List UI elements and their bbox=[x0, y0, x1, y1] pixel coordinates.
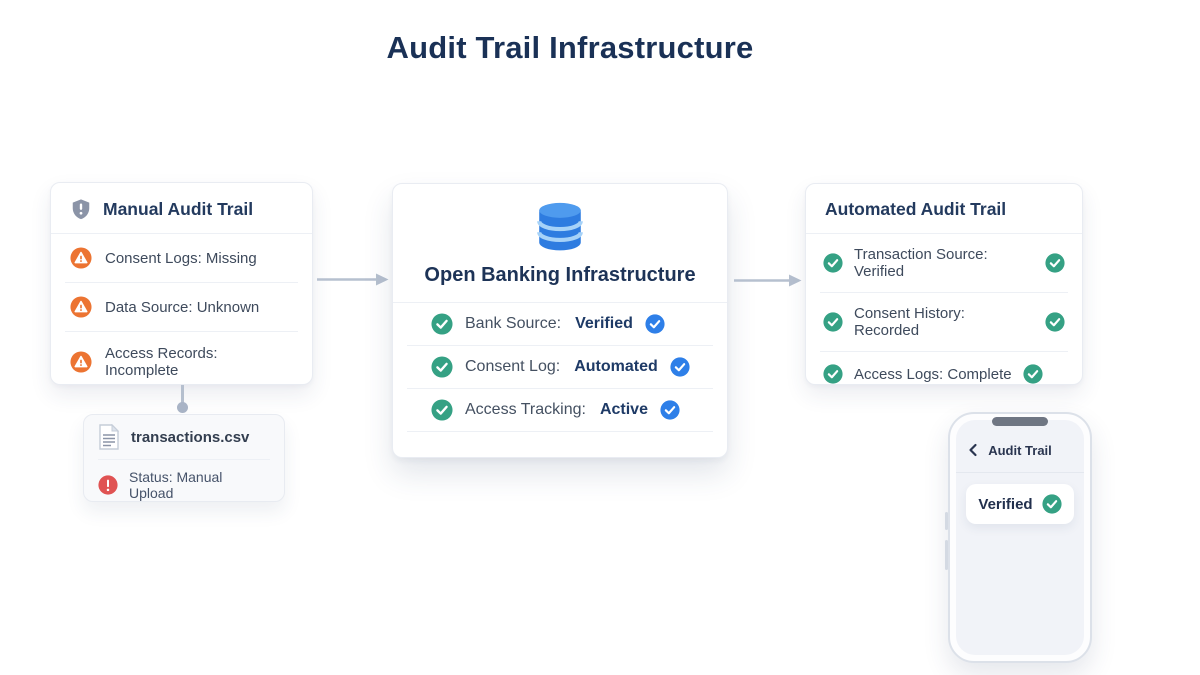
manual-card-header: Manual Audit Trail bbox=[51, 183, 312, 233]
warning-icon bbox=[70, 247, 92, 269]
divider bbox=[407, 388, 713, 389]
divider bbox=[98, 459, 270, 460]
automated-card-title: Automated Audit Trail bbox=[825, 199, 1007, 219]
connector-dot bbox=[177, 402, 188, 413]
file-status: Status: Manual Upload bbox=[129, 469, 223, 501]
verified-label: Verified bbox=[978, 495, 1033, 513]
infra-item-value: Verified bbox=[575, 315, 633, 332]
infra-item-value: Automated bbox=[574, 358, 658, 375]
warning-icon bbox=[70, 351, 92, 373]
check-circle-green-icon bbox=[823, 364, 843, 384]
automated-item-row: Consent History: Recorded bbox=[806, 293, 1082, 351]
phone-side-button bbox=[945, 540, 948, 570]
automated-card-header: Automated Audit Trail bbox=[806, 184, 1082, 233]
open-banking-infrastructure-card: Open Banking Infrastructure Bank Source:… bbox=[392, 183, 728, 458]
file-name: transactions.csv bbox=[131, 428, 250, 446]
manual-card-title: Manual Audit Trail bbox=[103, 198, 254, 219]
arrow-right-icon bbox=[317, 273, 389, 286]
divider bbox=[393, 302, 727, 303]
arrow-right-icon bbox=[734, 274, 802, 287]
divider bbox=[806, 233, 1082, 234]
check-circle-green-icon bbox=[823, 253, 843, 273]
phone-mockup: Audit Trail Verified bbox=[945, 412, 1092, 663]
check-circle-blue-icon bbox=[670, 357, 690, 377]
database-icon bbox=[537, 202, 583, 251]
file-row: transactions.csv bbox=[84, 415, 284, 459]
database-icon-wrap bbox=[393, 184, 727, 252]
shield-exclamation-icon bbox=[72, 199, 90, 220]
phone-screen: Audit Trail Verified bbox=[956, 420, 1084, 655]
infrastructure-card-title: Open Banking Infrastructure bbox=[424, 264, 696, 286]
infra-item-value: Active bbox=[599, 401, 648, 418]
manual-item-label: Consent Logs: Missing bbox=[105, 249, 257, 267]
divider bbox=[65, 282, 298, 283]
infra-item-row: Bank Source: Verified bbox=[393, 303, 727, 345]
phone-header: Audit Trail bbox=[956, 428, 1084, 472]
infra-item-row: Access Tracking: Active bbox=[393, 389, 727, 431]
automated-item-label: Transaction Source: Verified bbox=[854, 246, 988, 280]
check-circle-green-icon bbox=[431, 356, 453, 378]
infra-item-label: Consent Log: bbox=[465, 358, 561, 375]
manual-item-row: Data Source: Unknown bbox=[51, 283, 312, 331]
document-icon bbox=[99, 424, 120, 450]
divider bbox=[407, 431, 713, 432]
check-circle-green-icon bbox=[1042, 494, 1062, 514]
phone-notch bbox=[992, 417, 1048, 426]
file-status-row: Status: Manual Upload bbox=[84, 460, 284, 510]
automated-item-row: Transaction Source: Verified bbox=[806, 234, 1082, 292]
automated-audit-trail-card: Automated Audit Trail Transaction Source… bbox=[805, 183, 1083, 385]
check-circle-green-icon bbox=[431, 399, 453, 421]
check-circle-blue-icon bbox=[660, 400, 680, 420]
manual-item-label: Access Records: Incomplete bbox=[105, 345, 218, 379]
error-exclamation-icon bbox=[98, 475, 118, 495]
automated-item-label: Consent History: Recorded bbox=[854, 305, 965, 339]
divider bbox=[65, 331, 298, 332]
manual-item-label: Data Source: Unknown bbox=[105, 298, 260, 316]
divider bbox=[51, 233, 312, 234]
check-circle-green-icon bbox=[823, 312, 843, 332]
connector-line bbox=[181, 385, 184, 405]
file-card: transactions.csv Status: Manual Upload bbox=[83, 414, 285, 502]
divider bbox=[407, 345, 713, 346]
divider bbox=[820, 351, 1068, 352]
divider bbox=[956, 472, 1084, 473]
infra-item-label: Access Tracking: bbox=[465, 401, 586, 418]
divider bbox=[820, 292, 1068, 293]
manual-audit-trail-card: Manual Audit Trail Consent Logs: Missing… bbox=[50, 182, 313, 385]
manual-item-row: Access Records: Incomplete bbox=[51, 332, 312, 392]
check-circle-green-icon bbox=[431, 313, 453, 335]
phone-screen-title: Audit Trail bbox=[988, 443, 1052, 458]
warning-icon bbox=[70, 296, 92, 318]
check-circle-green-icon bbox=[1022, 364, 1043, 384]
check-circle-green-icon bbox=[1045, 312, 1065, 332]
page-title: Audit Trail Infrastructure bbox=[386, 30, 754, 65]
automated-item-row: Access Logs: Complete bbox=[806, 352, 1082, 396]
back-chevron-icon bbox=[969, 443, 977, 457]
phone-side-button bbox=[945, 512, 948, 530]
verified-status-card: Verified bbox=[966, 484, 1074, 524]
check-circle-blue-icon bbox=[645, 314, 665, 334]
infra-item-row: Consent Log: Automated bbox=[393, 346, 727, 388]
automated-item-label: Access Logs: Complete bbox=[854, 365, 1012, 383]
manual-item-row: Consent Logs: Missing bbox=[51, 234, 312, 282]
check-circle-green-icon bbox=[1045, 253, 1065, 273]
infra-item-label: Bank Source: bbox=[465, 315, 562, 332]
